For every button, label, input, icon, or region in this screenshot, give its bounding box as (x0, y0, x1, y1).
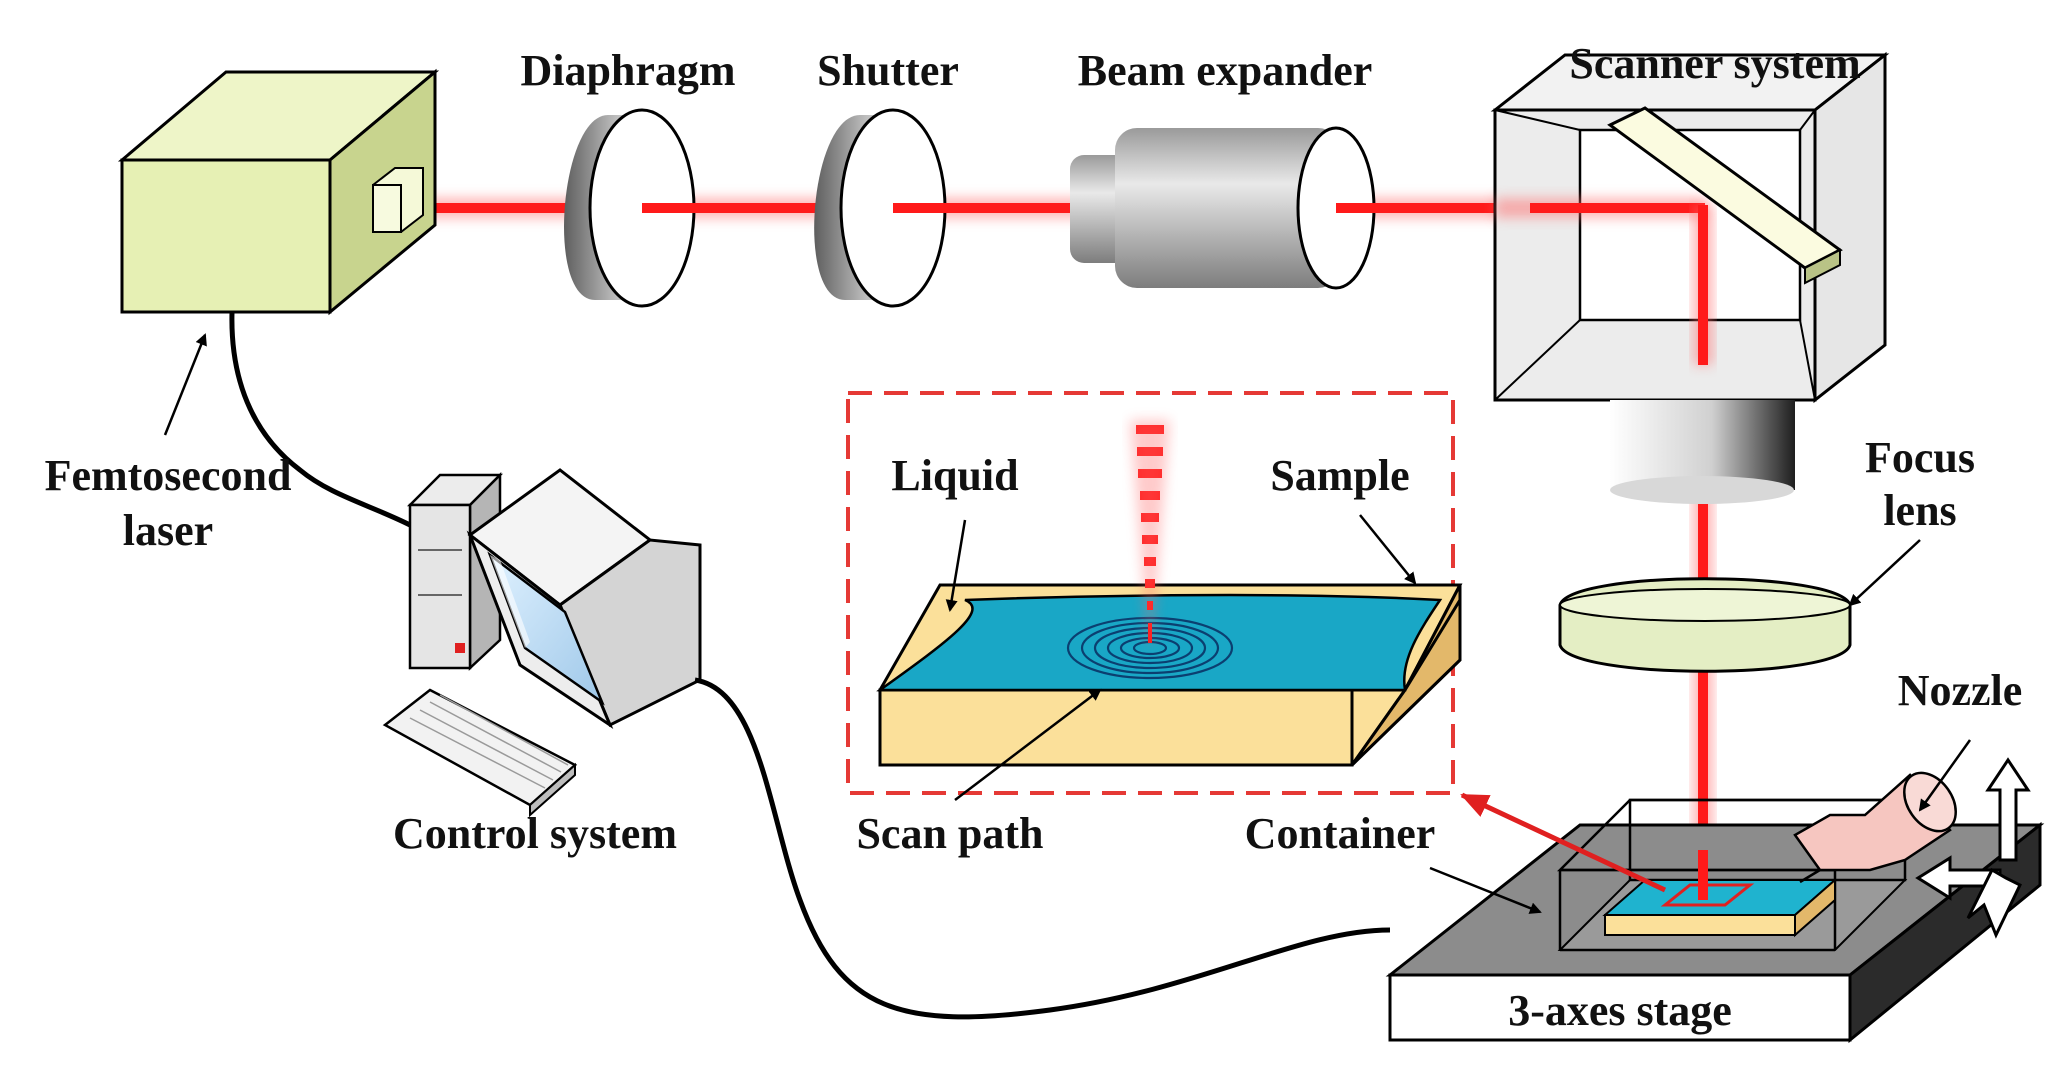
beam-segment (642, 203, 792, 213)
label-stage: 3-axes stage (1508, 986, 1732, 1035)
computer-keyboard (382, 688, 578, 818)
label-beam-expander: Beam expander (1078, 46, 1373, 95)
magnify-arrow (1460, 792, 1667, 893)
magnified-inset (846, 391, 1463, 795)
label-scanner-system: Scanner system (1569, 39, 1860, 88)
label-nozzle: Nozzle (1898, 666, 2023, 715)
beam-segment-3 (1336, 203, 1501, 213)
sample-pointer (1359, 514, 1417, 585)
stage-cable (694, 677, 1391, 1020)
label-femtosecond-line2: laser (123, 506, 213, 555)
axes-arrows (1915, 757, 2031, 939)
beam-segment-2 (893, 203, 1073, 213)
label-control-system: Control system (393, 809, 677, 858)
label-container: Container (1245, 809, 1436, 858)
label-liquid: Liquid (891, 451, 1018, 500)
femtosecond-pointer (163, 333, 207, 436)
scanner-system-box (1490, 51, 1890, 404)
beam-expander (1070, 126, 1376, 290)
laser-cable (229, 311, 412, 528)
label-focus-line1: Focus (1865, 433, 1975, 482)
label-diaphragm: Diaphragm (520, 46, 735, 95)
focus-lens-pointer (1848, 539, 1921, 607)
femtosecond-laser-box (117, 68, 440, 316)
label-shutter: Shutter (817, 46, 959, 95)
liquid-pointer (945, 519, 967, 612)
computer-monitor (466, 468, 702, 729)
label-scan-path: Scan path (856, 809, 1043, 858)
objective-barrel (1610, 400, 1795, 504)
container-pointer (1429, 866, 1542, 914)
nozzle-pointer (1918, 739, 1972, 812)
label-femtosecond-line1: Femtosecond (45, 451, 292, 500)
scanner-mirror (1607, 106, 1843, 285)
label-focus-line2: lens (1883, 486, 1956, 535)
scan-path-pointer (954, 688, 1102, 801)
focus-lens (1558, 577, 1852, 673)
label-sample: Sample (1270, 451, 1409, 500)
